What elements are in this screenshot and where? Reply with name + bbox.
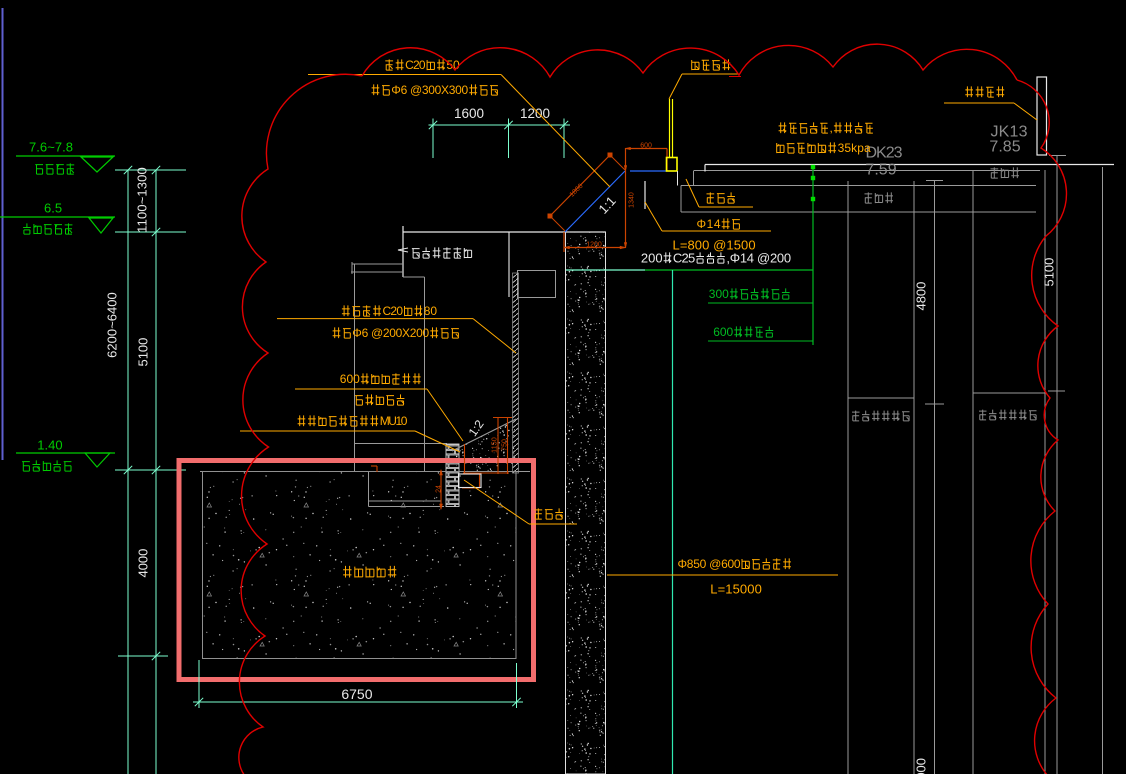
svg-text:80: 80 [424, 304, 438, 318]
svg-text:L=800 @1500: L=800 @1500 [673, 238, 756, 253]
svg-text:6.5: 6.5 [44, 201, 62, 216]
svg-text:1150: 1150 [491, 437, 498, 453]
svg-text:35kpa: 35kpa [838, 141, 871, 155]
svg-text:7.6~7.8: 7.6~7.8 [29, 140, 73, 155]
svg-text:1200: 1200 [520, 106, 550, 121]
svg-text:1100~1300: 1100~1300 [135, 167, 150, 233]
svg-text:24: 24 [435, 485, 442, 493]
svg-text:Φ6 @200X200: Φ6 @200X200 [352, 326, 429, 340]
svg-text:5100: 5100 [136, 338, 151, 367]
svg-text:Φ6 @300X300: Φ6 @300X300 [391, 83, 468, 97]
svg-text:1600: 1600 [454, 106, 484, 121]
svg-text:1.40: 1.40 [37, 438, 62, 453]
svg-text:Φ14: Φ14 [697, 217, 721, 231]
svg-text:4000: 4000 [136, 549, 151, 578]
svg-text:5100: 5100 [1042, 258, 1057, 287]
svg-text:50: 50 [446, 58, 460, 72]
svg-text:7.59: 7.59 [865, 162, 896, 179]
svg-text:1800: 1800 [569, 183, 585, 199]
svg-text:300: 300 [709, 287, 729, 301]
svg-text:,: , [830, 121, 833, 135]
svg-text:750: 750 [501, 439, 508, 451]
svg-text:600: 600 [713, 325, 733, 339]
svg-text:DK23: DK23 [866, 145, 903, 162]
svg-text:7.85: 7.85 [989, 139, 1020, 156]
svg-text:,Φ14 @200: ,Φ14 @200 [726, 251, 791, 266]
svg-text:4800: 4800 [914, 282, 929, 311]
svg-text:600: 600 [340, 372, 360, 386]
svg-text:1340: 1340 [628, 192, 635, 208]
svg-text:600: 600 [640, 142, 652, 149]
svg-text:Φ850 @600: Φ850 @600 [678, 557, 741, 571]
svg-text:JK13: JK13 [991, 124, 1028, 141]
svg-text:200: 200 [641, 251, 663, 266]
svg-text:6200~6400: 6200~6400 [105, 292, 120, 358]
svg-text:MU10: MU10 [380, 414, 408, 428]
svg-text:L=15000: L=15000 [710, 582, 762, 597]
svg-text:1200: 1200 [586, 241, 602, 248]
svg-text:C20: C20 [405, 58, 426, 72]
svg-text:C25: C25 [673, 251, 695, 266]
svg-text:15000: 15000 [914, 758, 929, 774]
svg-text:6750: 6750 [341, 686, 372, 702]
svg-text:C20: C20 [383, 304, 404, 318]
